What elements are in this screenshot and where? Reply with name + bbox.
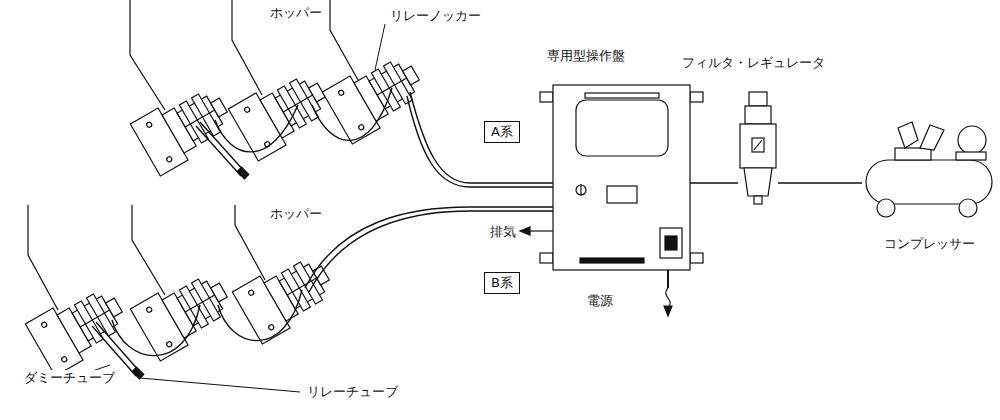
control-panel	[540, 85, 703, 288]
part-name: ホッパー	[268, 206, 324, 222]
system-label-box: A系	[484, 121, 520, 143]
part-name: リレーチューブ	[305, 384, 400, 400]
air-hose	[690, 183, 738, 184]
relay-knockers	[25, 47, 430, 376]
flow-label: 電源	[585, 293, 615, 309]
node-text: B系	[491, 275, 513, 291]
tubes	[92, 88, 553, 379]
node-text: 専用型操作盤	[545, 48, 627, 64]
system-label-box: B系	[484, 272, 520, 294]
node-text: フィルタ・レギュレータ	[680, 55, 827, 71]
control-panel: 専用型操作盤	[553, 85, 690, 270]
compressor: コンプレッサー	[862, 140, 995, 215]
part-name: ダミーチューブ	[22, 370, 117, 386]
node-text: A系	[491, 124, 513, 140]
hoppers	[28, 0, 358, 310]
air-hose	[778, 183, 862, 184]
filter-regulator: フィルタ・レギュレータ	[738, 92, 778, 204]
node-text: コンプレッサー	[882, 236, 977, 252]
compressor	[866, 122, 992, 217]
flow-label: 排気	[488, 224, 518, 240]
leader-lines	[72, 24, 385, 392]
part-name: リレーノッカー	[388, 8, 483, 24]
exhaust-power-arrows	[520, 227, 672, 316]
filter-regulator	[740, 92, 776, 204]
part-name: ホッパー	[268, 5, 324, 21]
